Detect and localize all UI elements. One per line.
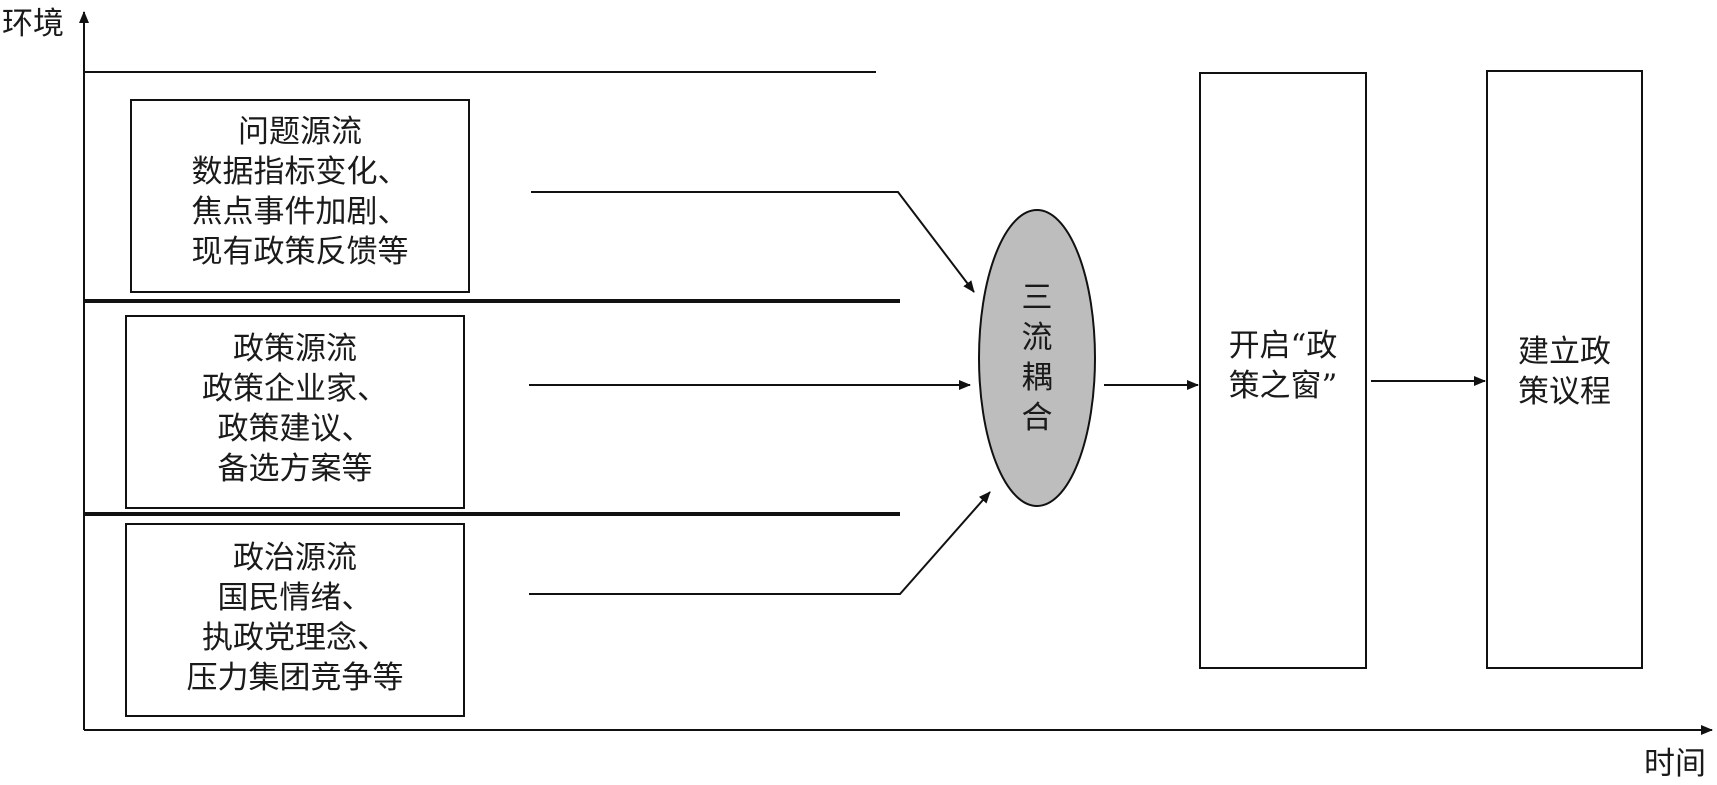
policy-window-line: 开启“政 (1228, 328, 1338, 364)
policy-stream-box (125, 315, 465, 509)
policy-window-box (1199, 72, 1367, 669)
coupling-char: 三 (1021, 280, 1053, 316)
coupling-ellipse (978, 209, 1096, 507)
policy-stream-title: 政策源流 (233, 331, 357, 367)
agenda-text: 建立政 策议程 (1487, 332, 1642, 412)
problem-stream-title: 问题源流 (238, 114, 362, 150)
agenda-line: 建立政 (1518, 334, 1611, 370)
policy-window-text: 开启“政 策之窗” (1200, 326, 1366, 406)
coupling-char: 流 (1021, 320, 1053, 356)
policy-stream-line: 政策建议、 (217, 411, 373, 447)
problem-stream-line: 现有政策反馈等 (191, 234, 409, 270)
policy-stream-line: 政策企业家、 (202, 371, 388, 407)
policy-stream-text: 政策源流 政策企业家、 政策建议、 备选方案等 (126, 329, 464, 489)
politics-stream-line: 执政党理念、 (202, 620, 388, 656)
y-axis-label: 环境 (2, 6, 64, 42)
politics-stream-box (125, 523, 465, 717)
agenda-box (1486, 70, 1643, 669)
policy-stream-line: 备选方案等 (217, 451, 373, 487)
coupling-label: 三 流 耦 合 (1017, 278, 1057, 438)
policy-window-line: 策之窗” (1228, 368, 1338, 404)
politics-stream-line: 压力集团竞争等 (186, 660, 404, 696)
coupling-char: 耦 (1021, 360, 1053, 396)
problem-stream-box (130, 99, 470, 293)
coupling-char: 合 (1021, 400, 1053, 436)
politics-stream-title: 政治源流 (233, 540, 357, 576)
politics-stream-text: 政治源流 国民情绪、 执政党理念、 压力集团竞争等 (126, 538, 464, 698)
politics-stream-line: 国民情绪、 (217, 580, 373, 616)
problem-stream-line: 焦点事件加剧、 (191, 194, 409, 230)
problem-stream-arrow (531, 191, 975, 293)
x-axis-label: 时间 (1644, 746, 1706, 782)
agenda-line: 策议程 (1518, 374, 1611, 410)
problem-stream-line: 数据指标变化、 (191, 154, 409, 190)
problem-stream-text: 问题源流 数据指标变化、 焦点事件加剧、 现有政策反馈等 (131, 112, 469, 272)
politics-stream-arrow (529, 491, 991, 595)
